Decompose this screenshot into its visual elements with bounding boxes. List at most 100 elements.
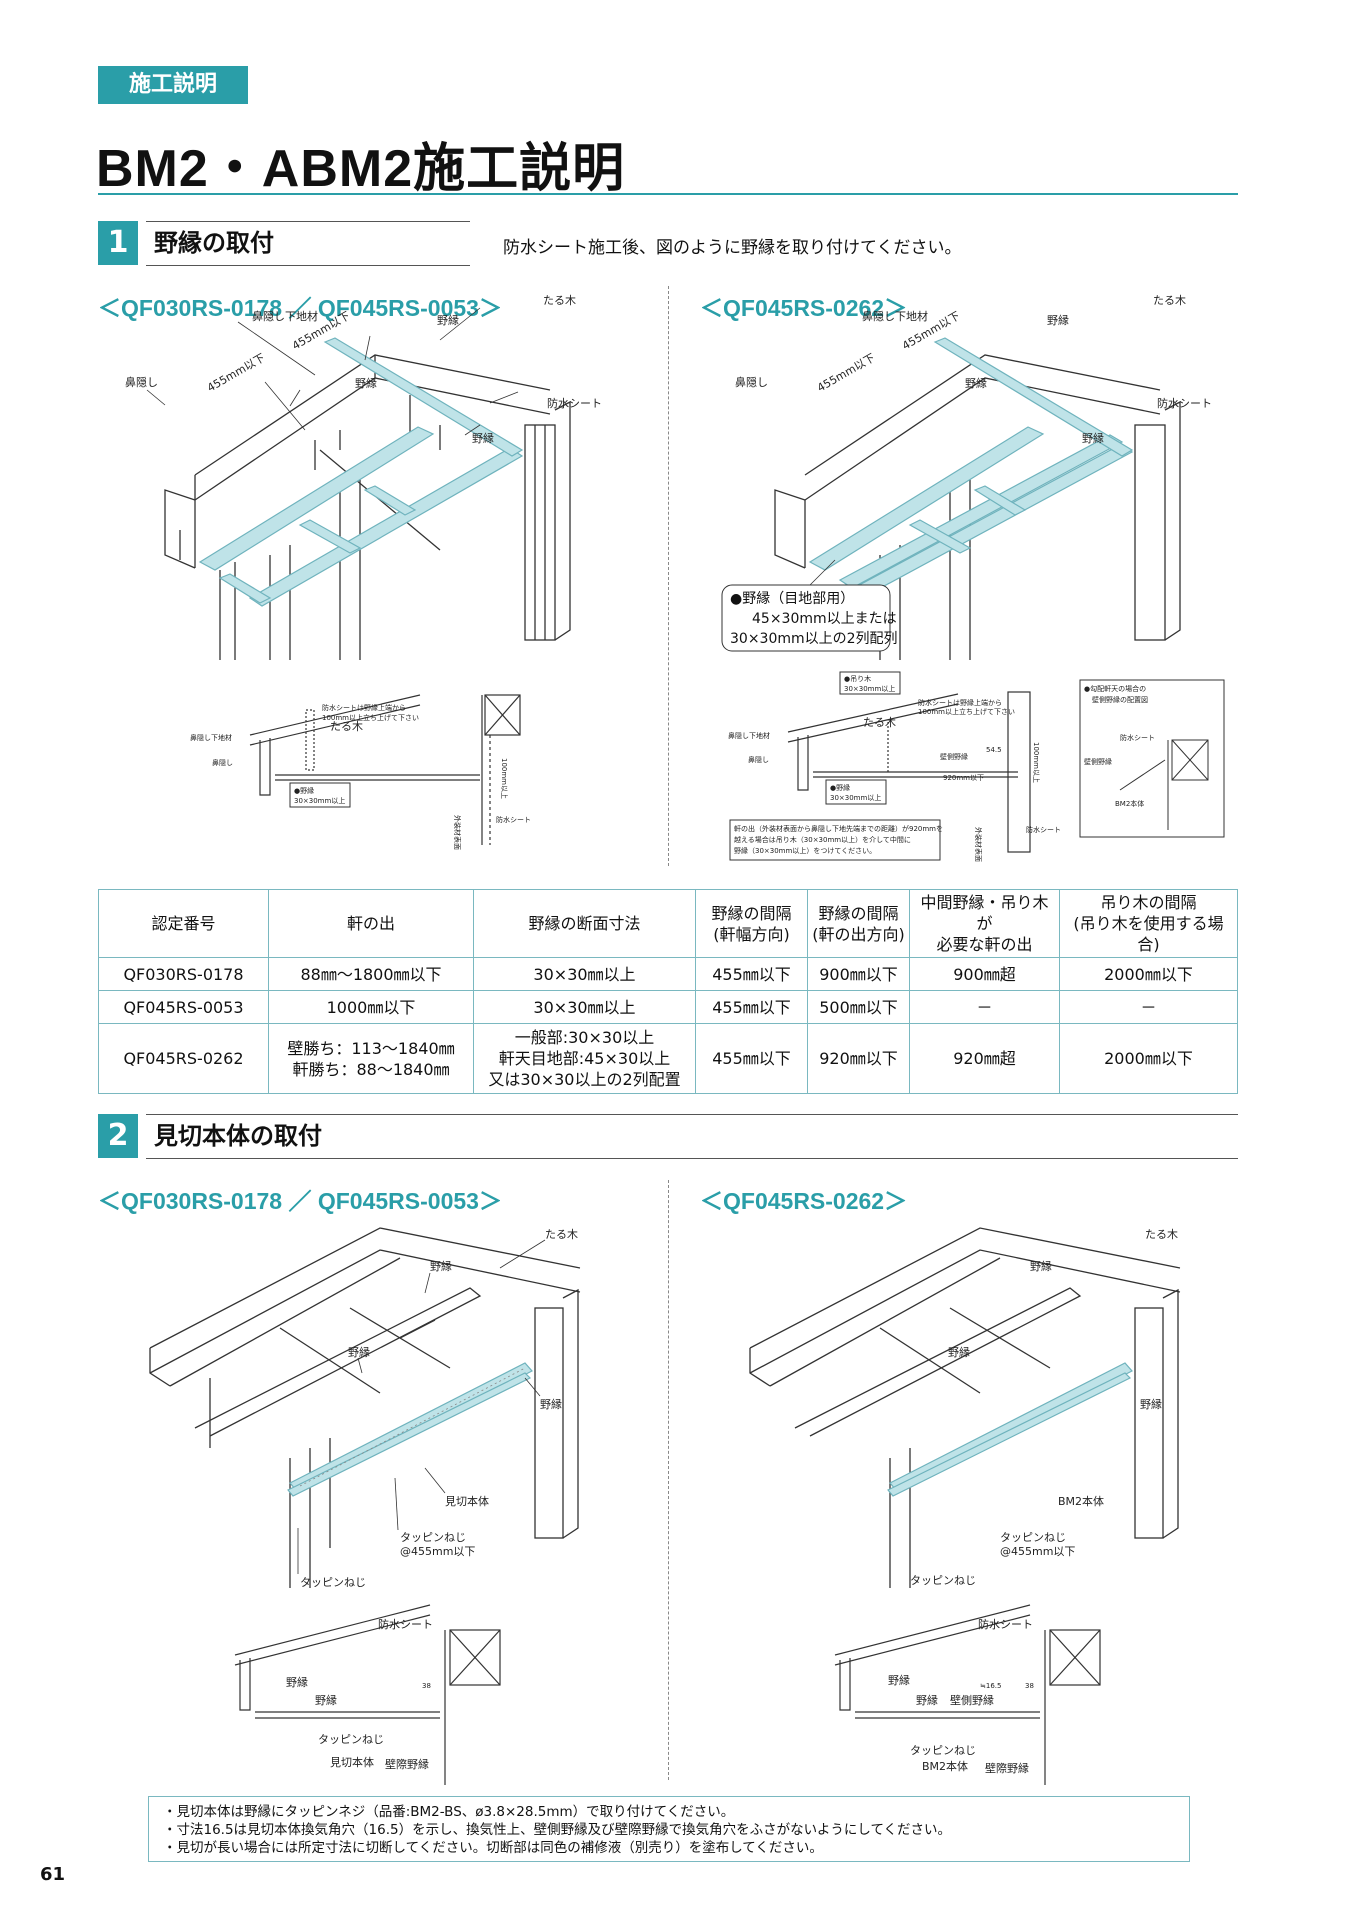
sec1-left-note: 防水シートは野縁上端から: [322, 703, 406, 712]
section2-variant-right: ＜QF045RS-0262＞: [700, 1188, 908, 1214]
sec1-right-kabegawa: 壁側野縁: [940, 752, 968, 761]
sec1-right-dim100: 100mm以上: [1032, 742, 1041, 783]
fig1-right-label-pitch2: 455mm以下: [815, 351, 877, 394]
fig2-right-sec-noburi1: 野縁: [888, 1673, 910, 1687]
fig1-left-label-noburi-mid: 野縁: [355, 376, 377, 390]
cell: QF030RS-0178: [98, 957, 269, 991]
cell: 2000㎜以下: [1059, 957, 1238, 991]
cell: 920㎜以下: [807, 1023, 910, 1094]
section2-rule-top: [146, 1114, 1238, 1115]
sec1-right-note-box: 軒の出（外装材表面から鼻隠し下地先端までの距離）が920mmを 越える場合は吊り…: [729, 819, 943, 861]
fig2-right-bm2: BM2本体: [1058, 1494, 1104, 1508]
sec1-left-gaisou: 外装材表面: [453, 815, 462, 850]
fig2-right-sec-tappin: タッピンねじ: [910, 1744, 976, 1757]
fig2-left-taruki: たる木: [545, 1228, 578, 1241]
sec1-right-shitaji: 鼻隠し下地材: [728, 731, 770, 740]
section1-divider: [668, 286, 669, 866]
note-line: ・寸法16.5は見切本体換気角穴（16.5）を示し、換気性上、壁側野縁及び壁際野…: [163, 1822, 952, 1838]
fig2-right-sec-dim1: ≒16.5: [980, 1682, 1001, 1690]
th-chukan: 中間野縁・吊り木が必要な軒の出: [909, 889, 1060, 958]
section2-divider: [668, 1180, 669, 1780]
sec1-right-note: 防水シートは野縁上端から: [918, 698, 1002, 707]
fig1-right-section-diagram: ●吊り木 30×30mm以上 防水シートは野縁上端から 100mm以上立ち上げて…: [728, 671, 1061, 862]
section2-variant-left: ＜QF030RS-0178 ／ QF045RS-0053＞: [98, 1188, 502, 1214]
cell: 900㎜以下: [807, 957, 910, 991]
note-line: ・見切が長い場合には所定寸法に切断してください。切断部は同色の補修液（別売り）を…: [163, 1840, 823, 1856]
callout-line3: 30×30mm以上の2列配列: [730, 631, 898, 647]
fig1-right-label-noburi-mid: 野縁: [965, 376, 987, 390]
section1-variant-left: ＜QF030RS-0178 ／ QF045RS-0053＞: [98, 295, 502, 321]
fig1-left-label-bousui: 防水シート: [547, 396, 602, 410]
sec1-right-dim920: 920mm以下: [943, 774, 984, 782]
page-title: BM2・ABM2施工説明: [96, 140, 626, 198]
table-row: QF045RS-0053 1000㎜以下 30×30㎜以上 455㎜以下 500…: [98, 990, 1238, 1024]
title-rule: [98, 193, 1238, 195]
sec1-right-noburi: ●野縁: [830, 783, 850, 792]
cell: 455㎜以下: [695, 990, 808, 1024]
spec-table-header-row: 認定番号 軒の出 野縁の断面寸法 野縁の間隔(軒幅方向) 野縁の間隔(軒の出方向…: [98, 889, 1238, 958]
cell: 455㎜以下: [695, 1023, 808, 1094]
section1-number: 1: [98, 221, 138, 265]
fig2-left-mikiri-diagram: たる木 野縁 野縁 野縁 見切本体 タッピンねじ @455mm以下 タッピンねじ: [149, 1227, 581, 1589]
fig2-right-sec-bousui: 防水シート: [978, 1617, 1033, 1631]
spec-table: 認定番号 軒の出 野縁の断面寸法 野縁の間隔(軒幅方向) 野縁の間隔(軒の出方向…: [98, 889, 1238, 1094]
inset-bousui: 防水シート: [1120, 733, 1155, 742]
fig2-right-sec-kabegawa: 壁側野縁: [950, 1693, 994, 1707]
cell: 88㎜～1800㎜以下: [268, 957, 474, 991]
fig1-right-label-noburi-top: 野縁: [1047, 313, 1069, 327]
th-noki: 軒の出: [268, 889, 474, 958]
fig1-inset-diagram: ●勾配軒天の場合の 壁側野縁の配置図 防水シート 壁側野縁 BM2本体: [1079, 679, 1225, 838]
cell: 30×30㎜以上: [473, 957, 696, 991]
sec1-right-gaisou: 外装材表面: [974, 827, 983, 862]
sec1-right-note-line2: 越える場合は吊り木（30×30mm以上）を介して中間に: [734, 835, 911, 844]
fig2-right-sec-dim2: 38: [1025, 1682, 1034, 1690]
fig1-left-batten-diagram: 鼻隠し下地材 たる木 野縁 455mm以下 鼻隠し 455mm以下 野縁 防水シ…: [125, 294, 602, 660]
fig2-left-noburi-mid: 野縁: [348, 1345, 370, 1359]
fig2-right-sec-noburi2: 野縁: [916, 1693, 938, 1707]
page-number: 61: [40, 1864, 66, 1885]
section-tag: 施工説明: [98, 66, 248, 104]
inset-title2: 壁側野縁の配置図: [1092, 695, 1148, 704]
sec1-left-noburi: ●野縁: [294, 786, 314, 795]
th-tsurigi: 吊り木の間隔(吊り木を使用する場合): [1059, 889, 1238, 958]
sec1-right-note2: 100mm以上立ち上げて下さい: [918, 707, 1015, 716]
section2-number: 2: [98, 1114, 138, 1158]
fig1-left-label-shitaji: 鼻隠し下地材: [252, 309, 318, 323]
cell: 一般部:30×30以上軒天目地部:45×30以上又は30×30以上の2列配置: [473, 1023, 696, 1094]
table-row: QF030RS-0178 88㎜～1800㎜以下 30×30㎜以上 455㎜以下…: [98, 957, 1238, 991]
fig2-right-noburi-right: 野縁: [1140, 1397, 1162, 1411]
fig1-left-label-noburi-top: 野縁: [437, 313, 459, 327]
fig1-left-label-pitch2: 455mm以下: [205, 351, 267, 394]
sec1-right-bousui: 防水シート: [1026, 825, 1061, 834]
fig2-left-sec-noburi1: 野縁: [286, 1675, 308, 1689]
fig2-left-sec-noburi2: 野縁: [315, 1693, 337, 1707]
fig2-left-mikiri: 見切本体: [445, 1494, 489, 1508]
section1-description: 防水シート施工後、図のように野縁を取り付けてください。: [503, 238, 962, 258]
sec1-right-tsurigi-size: 30×30mm以上: [844, 684, 895, 693]
sec1-right-hanakakushi: 鼻隠し: [748, 755, 769, 764]
sec1-right-dim545: 54.5: [986, 746, 1002, 754]
fig1-right-label-shitaji: 鼻隠し下地材: [862, 309, 928, 323]
fig2-left-sec-kabegiwa: 壁際野縁: [385, 1757, 429, 1771]
fig2-left-noburi-right: 野縁: [540, 1397, 562, 1411]
fig1-left-label-taruki: たる木: [543, 294, 576, 307]
callout-line2: 45×30mm以上または: [752, 611, 897, 627]
th-kankaku-de: 野縁の間隔(軒の出方向): [807, 889, 910, 958]
cell: 920㎜超: [909, 1023, 1060, 1094]
note-line: ・見切本体は野縁にタッピンネジ（品番:BM2-BS、ø3.8×28.5mm）で取…: [163, 1804, 735, 1820]
fig1-right-batten-diagram: 鼻隠し下地材 たる木 野縁 455mm以下 鼻隠し 455mm以下 野縁 防水シ…: [721, 294, 1212, 660]
th-nintei: 認定番号: [98, 889, 269, 958]
fig2-right-sec-kabegiwa: 壁際野縁: [985, 1761, 1029, 1775]
cell: 500㎜以下: [807, 990, 910, 1024]
callout-line1: ●野縁（目地部用）: [730, 591, 854, 607]
sec1-right-noburi-size: 30×30mm以上: [830, 793, 881, 802]
mikiri-body-left: [287, 1362, 533, 1497]
fig2-left-tappin: タッピンねじ: [400, 1531, 466, 1544]
sec1-right-noburi-box: ●野縁 30×30mm以上: [825, 779, 887, 805]
cell: 2000㎜以下: [1059, 1023, 1238, 1094]
sec1-right-tsurigi-box: ●吊り木 30×30mm以上: [839, 671, 901, 695]
fig2-left-tappin2: タッピンねじ: [300, 1576, 366, 1589]
fig2-left-sec-tappin: タッピンねじ: [318, 1733, 384, 1746]
fig1-left-section-diagram: 防水シートは野縁上端から 100mm以上立ち上げて下さい たる木 鼻隠し下地材 …: [190, 694, 531, 850]
